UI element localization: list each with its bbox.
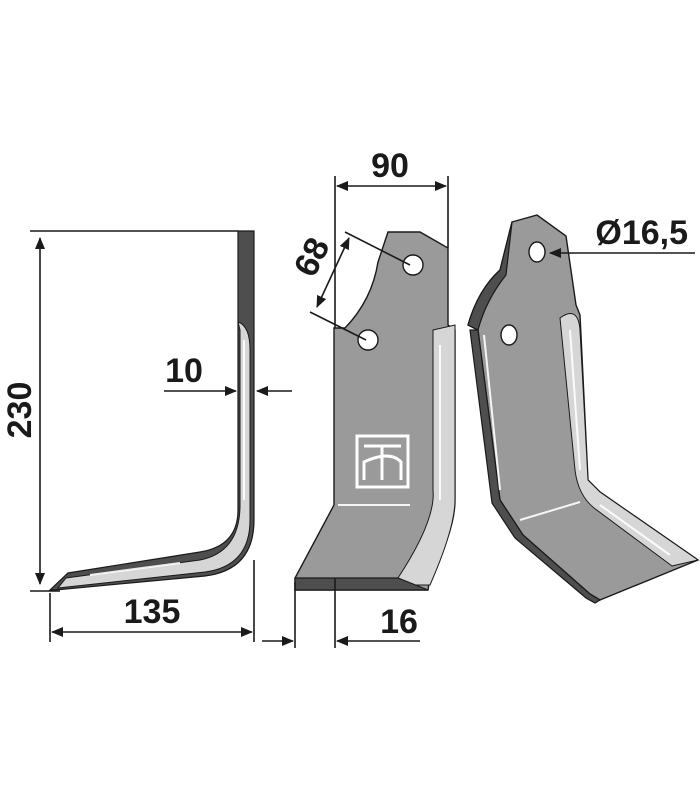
hole-diameter-dimension-label: Ø16,5: [595, 214, 688, 252]
blade-width-dimension-label: 16: [380, 603, 418, 641]
perspective-view-edge: [467, 221, 513, 331]
perspective-view-lower-hole: [500, 324, 518, 346]
side-view-bevel: [56, 321, 251, 589]
length-dimension-label: 135: [124, 593, 181, 631]
side-view-blade: [48, 230, 255, 591]
hole-spacing-dimension-label: 68: [287, 232, 338, 283]
side-view: 230 10 135: [1, 230, 292, 642]
front-view-upper-hole: [402, 254, 424, 276]
perspective-view-bevel: [559, 313, 700, 567]
front-view: 90 68 16: [262, 147, 456, 648]
perspective-view-upper-hole: [528, 241, 546, 263]
thickness-dimension-label: 10: [165, 352, 203, 390]
manufacturer-logo-icon: [355, 434, 410, 489]
perspective-view: Ø16,5: [467, 214, 700, 604]
front-view-lower-hole: [357, 329, 379, 351]
width-dimension-label: 90: [371, 147, 409, 185]
height-dimension-label: 230: [1, 382, 39, 439]
